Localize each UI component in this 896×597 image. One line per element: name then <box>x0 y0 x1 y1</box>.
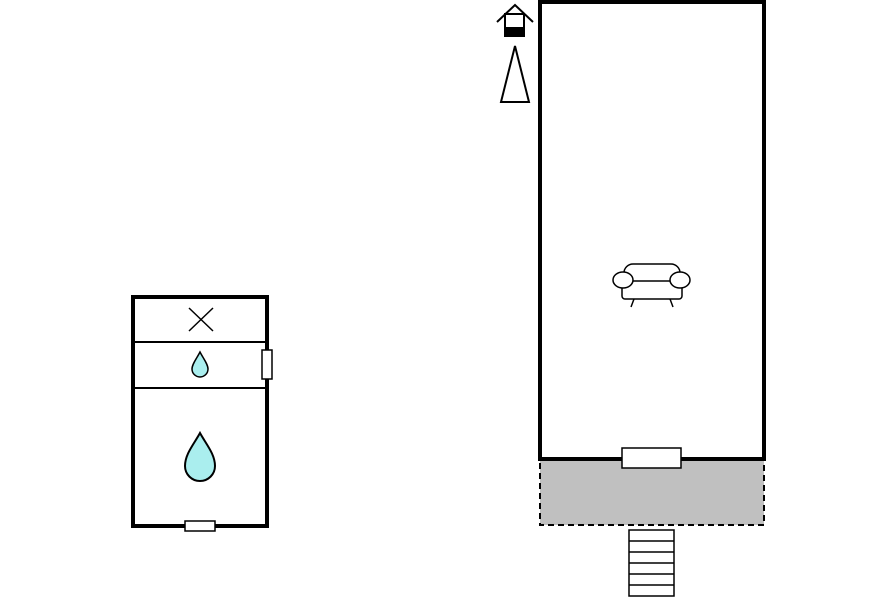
annex-building <box>131 295 273 532</box>
main-building <box>538 0 766 597</box>
house-orientation-icon <box>496 3 534 37</box>
sofa-icon <box>612 263 691 308</box>
annex-outer-wall <box>131 295 269 528</box>
main-room-wall <box>538 0 766 461</box>
terrace <box>539 458 765 526</box>
cross-icon <box>188 307 214 332</box>
water-drop-icon <box>183 430 217 482</box>
main-door <box>621 447 682 469</box>
annex-door <box>184 520 216 532</box>
stairs-icon <box>628 529 675 597</box>
north-arrow-icon <box>499 45 531 103</box>
annex-side-window <box>261 349 273 380</box>
water-drop-icon <box>191 350 209 378</box>
